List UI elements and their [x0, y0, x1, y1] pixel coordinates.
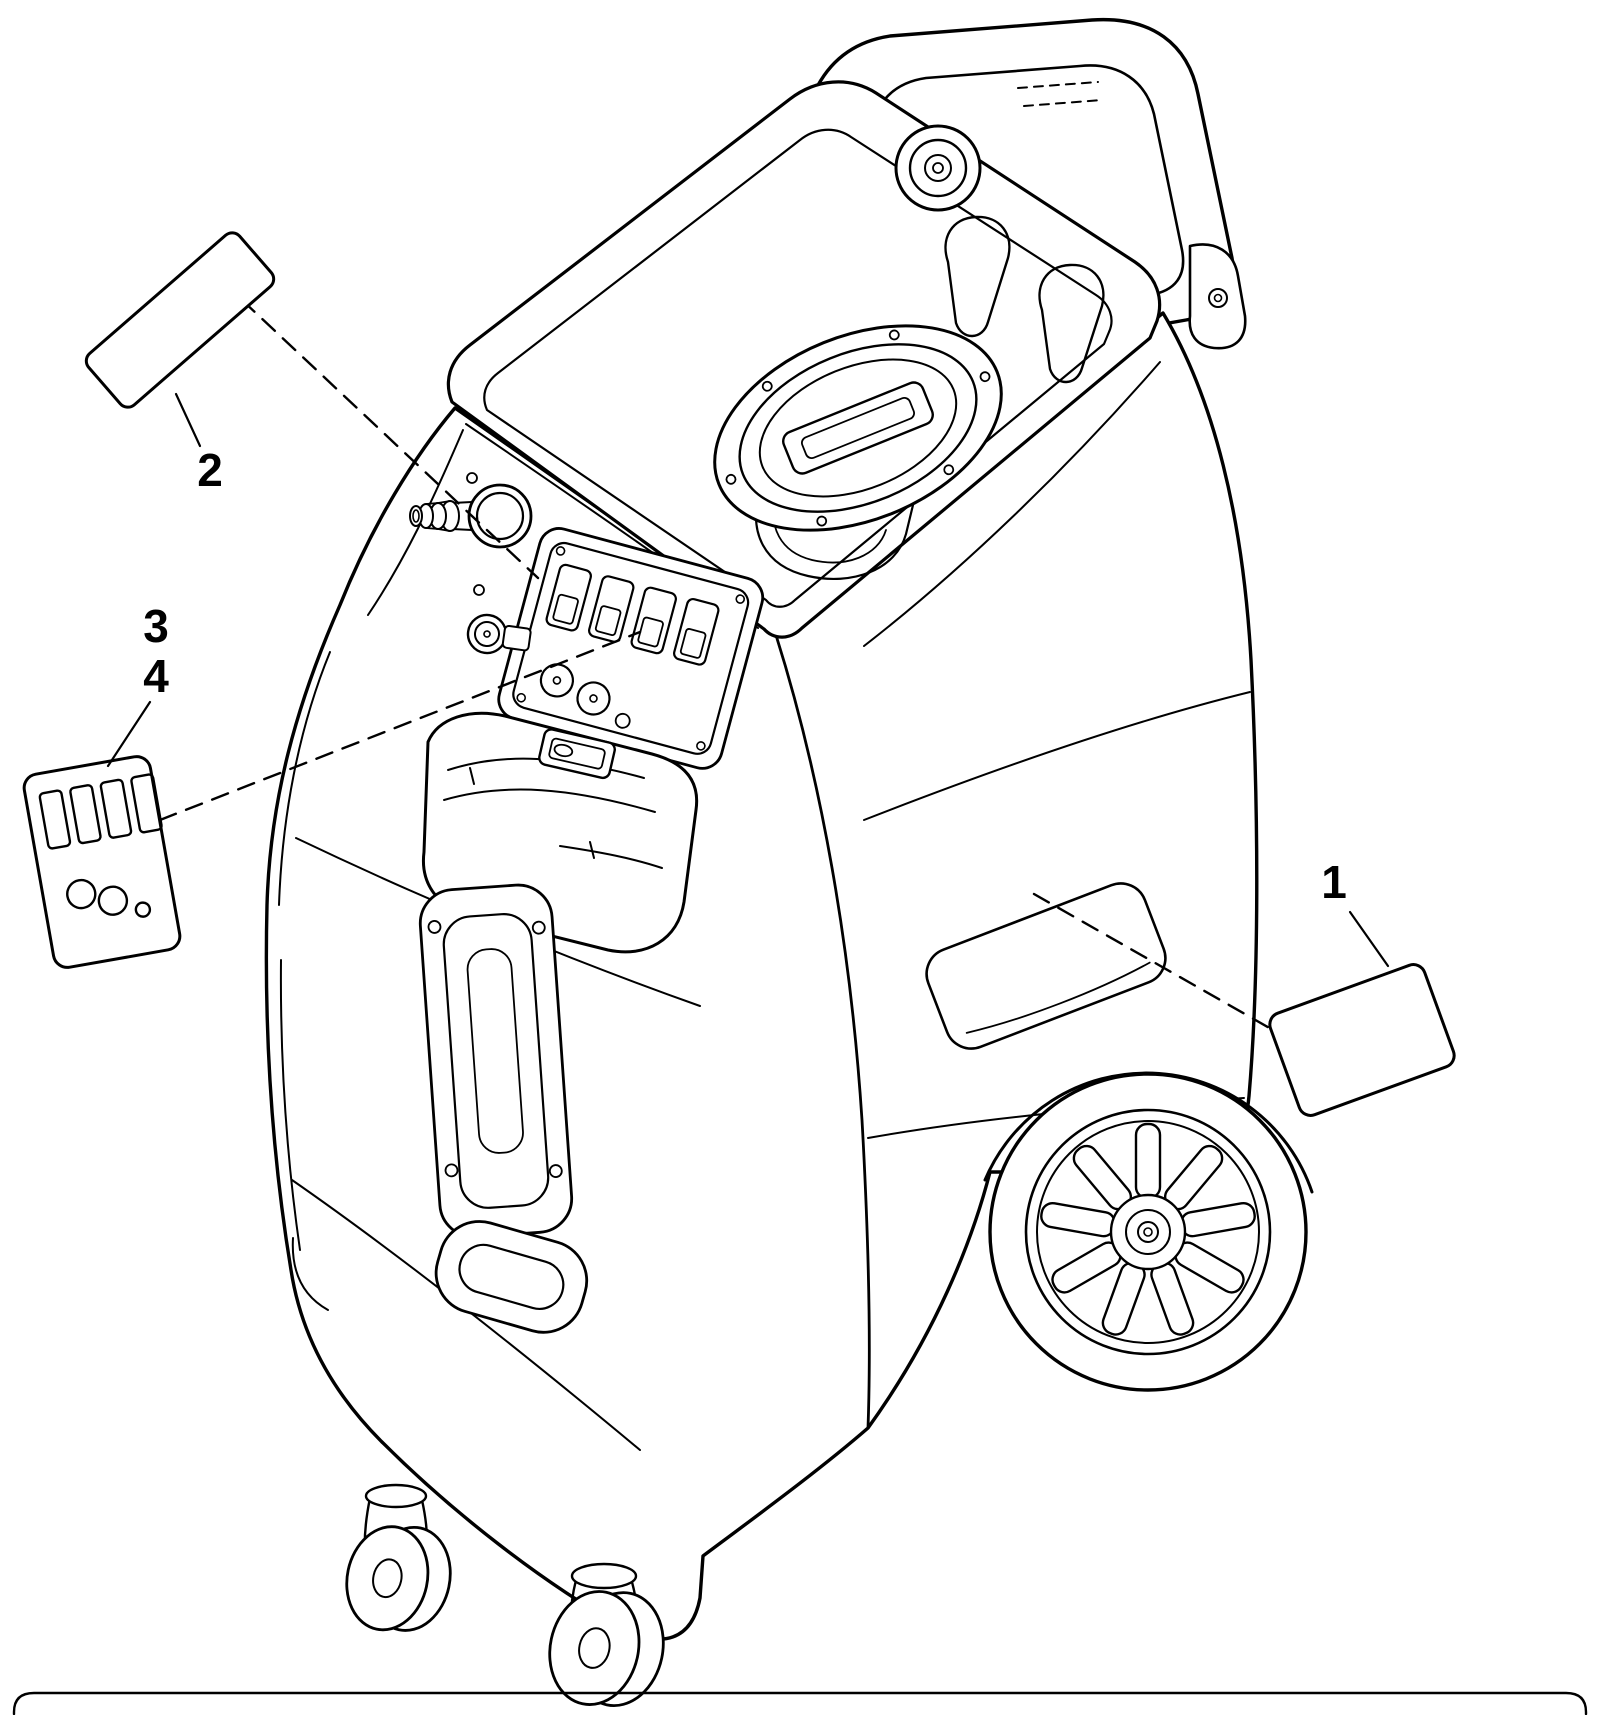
- tank-lid: [713, 324, 1003, 532]
- decal-knob-circles: [66, 878, 152, 918]
- side-label-recess: [925, 882, 1167, 1050]
- face-screws: [466, 472, 485, 596]
- decal-switch-slots: [38, 773, 163, 850]
- decal-3-4: [22, 755, 182, 969]
- caster-front: [345, 1483, 452, 1632]
- wheel-hub: [1109, 1193, 1187, 1271]
- machine-illustration: [264, 17, 1314, 1708]
- panel-screws: [516, 546, 746, 751]
- leader-dash-1: [1032, 892, 1282, 1036]
- hidden-edge: [1023, 99, 1103, 107]
- caster-rear: [548, 1562, 665, 1708]
- callout-4-number: 4: [143, 650, 169, 702]
- callouts: 2 3 4 1: [106, 392, 1390, 968]
- hidden-edge: [1017, 81, 1099, 89]
- cover-latch: [538, 728, 616, 780]
- page-frame-bottom: [12, 1691, 1588, 1715]
- callout-1-number: 1: [1321, 856, 1347, 908]
- lid-handle: [782, 381, 934, 475]
- panel-knobs: [539, 663, 631, 729]
- hose-inlet: [409, 483, 533, 549]
- callout-3-number: 3: [143, 600, 169, 652]
- rocker-switches: [545, 563, 720, 666]
- callout-1-leader: [1348, 910, 1390, 968]
- leader-dash-2: [240, 298, 540, 580]
- front-handle-channel: [418, 883, 574, 1239]
- lid-screws: [725, 329, 991, 527]
- callout-2-number: 2: [197, 444, 223, 496]
- solution-inlet: [466, 613, 532, 655]
- rear-wheel: [988, 1072, 1308, 1392]
- front-grab-handle: [434, 1220, 589, 1334]
- handle-pivot-bracket: [1188, 243, 1247, 350]
- leader-dash-3-4: [158, 630, 642, 822]
- cord-knob: [894, 124, 982, 212]
- callout-2-leader: [174, 392, 202, 448]
- decal-1: [1268, 963, 1456, 1117]
- channel-screws: [427, 920, 563, 1178]
- decal-2: [84, 231, 276, 409]
- callout-3-4-leader: [106, 700, 152, 768]
- wand-holder-prongs: [944, 215, 1105, 384]
- leader-dashes: [158, 298, 1282, 1036]
